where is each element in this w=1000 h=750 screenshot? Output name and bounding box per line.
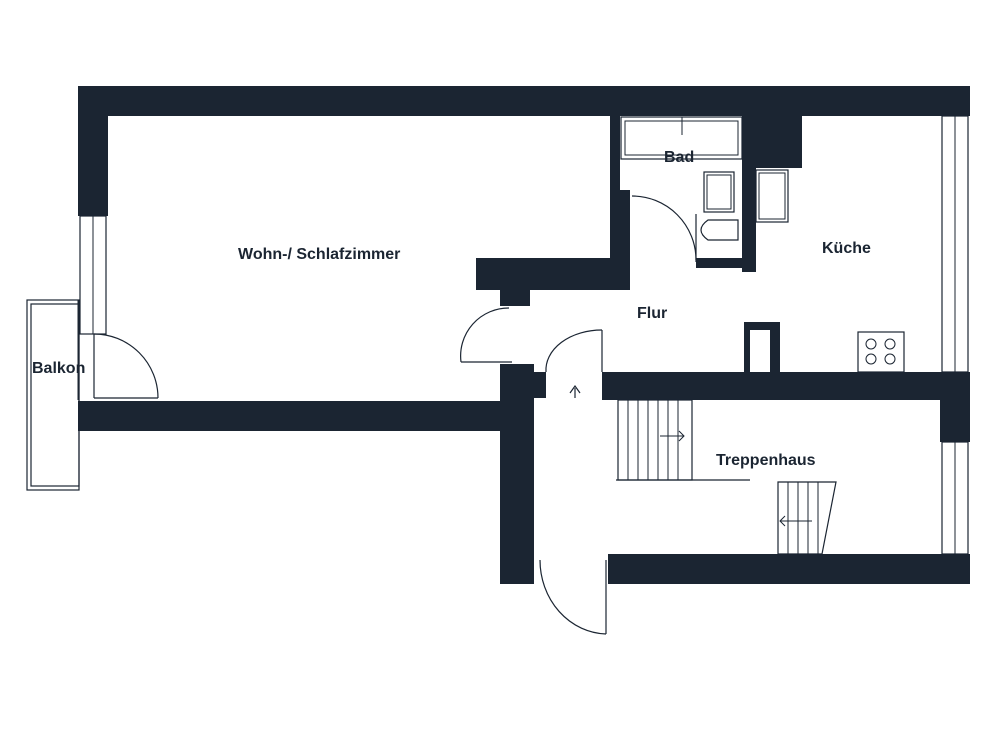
label-bad: Bad (664, 149, 694, 166)
walls (78, 86, 970, 584)
wall-step (476, 258, 630, 290)
stairs (616, 399, 837, 555)
wall-corridor-stub (530, 372, 546, 398)
wall-kitchen-pillar-top (744, 322, 780, 330)
kitchen-sink (755, 169, 789, 223)
balcony (26, 299, 80, 491)
wall-stair-bottom (608, 554, 970, 584)
wall-bath-right (742, 116, 756, 272)
door-balcony (93, 333, 159, 399)
balcony-outline (26, 299, 80, 491)
toilet (700, 219, 739, 241)
label-wohnzimmer: Wohn-/ Schlafzimmer (238, 246, 400, 263)
stair-arrow-up-icon (660, 430, 685, 442)
label-balkon: Balkon (32, 360, 85, 377)
sink (703, 171, 735, 213)
door-hall (545, 329, 603, 373)
label-treppenhaus: Treppenhaus (716, 452, 816, 469)
door-bath (631, 195, 697, 261)
wall-bath-left-lower (610, 190, 630, 266)
room-labels: Wohn-/ Schlafzimmer Bad Küche Flur Balko… (32, 149, 871, 469)
bath-fixtures (620, 116, 789, 241)
wall-bath-bottom (696, 258, 756, 268)
wall-step-pillar (500, 290, 530, 306)
wall-top (78, 86, 970, 116)
wall-kitchen-pillar (770, 322, 780, 372)
wall-bath-left (610, 116, 620, 190)
entrance-arrow-icon (569, 384, 581, 398)
label-flur: Flur (637, 305, 667, 322)
wall-living-bottom (78, 401, 504, 431)
wall-left-upper (78, 86, 108, 216)
windows (79, 115, 969, 555)
door-entrance (539, 559, 607, 635)
wall-hall-bottom (602, 372, 970, 400)
stair-flight-upper (617, 399, 693, 481)
label-kueche: Küche (822, 240, 871, 257)
stove (857, 331, 905, 373)
wall-kitchen-pillar-left (744, 322, 750, 372)
stair-arrow-down-icon (779, 515, 812, 527)
wall-corridor-left (500, 364, 534, 584)
stair-flight-lower (777, 481, 837, 555)
door-living (460, 307, 510, 363)
wall-right-stair (940, 372, 970, 442)
stove-outline (857, 331, 905, 373)
doors (93, 195, 697, 635)
